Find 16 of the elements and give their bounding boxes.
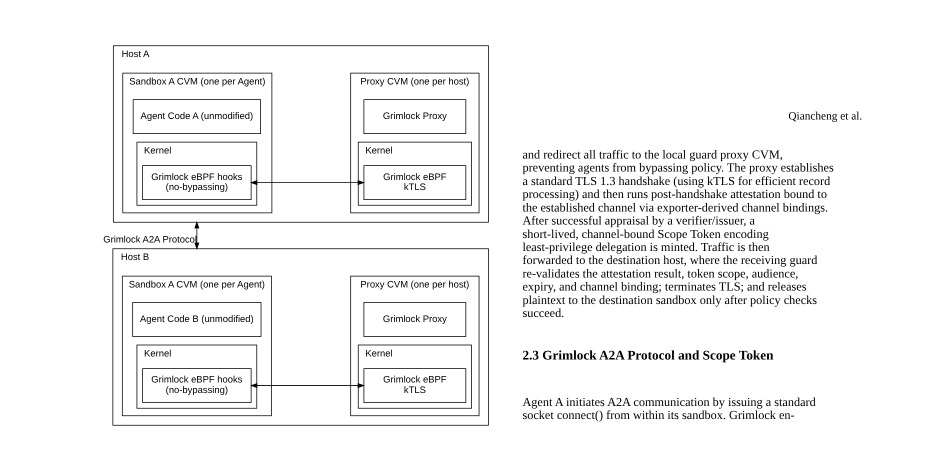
label: 2.3 Grimlock A2A Protocol and Scope Token xyxy=(522,347,774,362)
node-box: Grimlock eBPF kTLS xyxy=(364,165,466,200)
label: Qiancheng et al. xyxy=(788,110,862,123)
node-box: Grimlock Proxy xyxy=(364,99,466,134)
node-box: Agent Code B (unmodified) xyxy=(132,302,262,337)
arrow xyxy=(250,383,365,388)
node-box: Grimlock eBPF hooks (no-bypassing) xyxy=(142,368,252,403)
node-box: Grimlock eBPF hooks (no-bypassing) xyxy=(142,165,252,200)
node-box: Grimlock Proxy xyxy=(364,302,466,337)
edge-label: Grimlock A2A Protocol xyxy=(103,234,198,245)
arrow xyxy=(194,221,200,250)
arrow xyxy=(250,180,365,186)
label: and redirect all traffic to the local guard proxy CVM, preventing agents from bypassing policy. The proxy establishes a standard TLS 1.3 handshake (using kTLS for efficient record processing) and then runs post-handshake attestation bound to the established channel via exporter-derived channel bindings. After successful appraisal by a verifier/issuer, a short-lived, channel-bound Scope Token encoding least-privilege delegation is minted. Traffic is then forwarded to the destination host, where the receiving guard re-validates the attestation result, token scope, audience, expiry, and channel binding; terminates TLS; and releases plaintext to the destination sandbox only after policy checks succeed. xyxy=(522,147,834,320)
label: Agent A initiates A2A communication by issuing a standard socket connect() from within its sandbox. Grimlock en- xyxy=(522,394,816,422)
node-box: Grimlock eBPF kTLS xyxy=(364,368,466,403)
node-box: Agent Code A (unmodified) xyxy=(132,99,261,134)
